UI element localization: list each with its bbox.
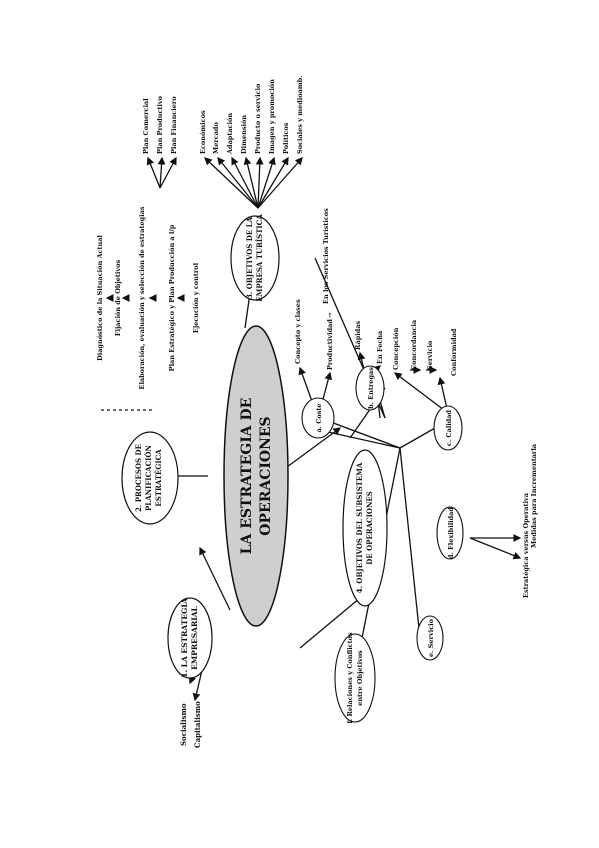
node-subsistema: 4. OBJETIVOS DEL SUBSISTEMA DE OPERACION… bbox=[342, 449, 388, 607]
center-title-line2: OPERACIONES bbox=[258, 416, 274, 535]
step-elaboracion: Elaboración, evaluación y selección de e… bbox=[138, 206, 146, 389]
coste-label: a. Coste bbox=[315, 403, 323, 432]
objetivo-sociales: Sociales y medioamb. bbox=[296, 76, 304, 155]
rotated-diagram: LA ESTRATEGIA DE OPERACIONES 1. LA ESTRA… bbox=[96, 76, 538, 749]
objetivo-mercado: Mercado bbox=[212, 122, 220, 154]
subsistema-line1: 4. OBJETIVOS DEL SUBSISTEMA bbox=[355, 462, 364, 593]
node-procesos: 2. PROCESOS DE PLANIFICACIÓN ESTRATÉGICA… bbox=[96, 95, 200, 525]
entregas-label: b. Entregas bbox=[367, 367, 375, 409]
coste-productividad: Productividad bbox=[326, 319, 334, 370]
objetivo-dimension: Dimensión bbox=[240, 115, 248, 154]
coste-target: En los Servicios Turísticos bbox=[322, 208, 330, 304]
objetivos-empresa-line1: 3. OBJETIVOS DE LA bbox=[245, 216, 254, 299]
empresarial-line1: 1. LA ESTRATEGIA bbox=[180, 598, 189, 678]
flexibilidad-estrategica: Estratégica versus Operativa bbox=[522, 492, 530, 598]
node-relaciones: f. Relaciones y Conflictos entre Objetiv… bbox=[334, 632, 376, 724]
node-calidad: c. Calidad Concepción Concordancia Servi… bbox=[392, 319, 463, 451]
center-ellipse bbox=[223, 325, 289, 627]
calidad-concepcion: Concepción bbox=[392, 327, 400, 370]
calidad-servicio: Servicio bbox=[426, 340, 434, 370]
calidad-concordancia: Concordancia bbox=[410, 319, 418, 370]
center-node: LA ESTRATEGIA DE OPERACIONES bbox=[223, 325, 289, 627]
objetivo-adaptacion: Adaptación bbox=[226, 113, 234, 155]
objetivo-producto: Producto o servicio bbox=[254, 83, 262, 154]
step-plan-estrategico: Plan Estratégico y Plan Producción a l/p bbox=[168, 224, 176, 371]
node-coste: a. Coste Concepto y clases Productividad… bbox=[294, 208, 335, 439]
entregas-en-fecha: En Fecha bbox=[376, 330, 384, 364]
objetivos-empresa-line2: EMPRESA TURÍSTICA bbox=[255, 214, 264, 302]
node-entregas: b. Entregas Rápidas En Fecha bbox=[354, 320, 385, 411]
coste-arrow: → bbox=[326, 312, 334, 318]
node-flexibilidad: d. Flexibilidad Medidas para Incrementar… bbox=[436, 443, 538, 598]
node-empresarial: 1. LA ESTRATEGIA EMPRESARIAL Socialismo … bbox=[167, 597, 213, 748]
flexibilidad-label: d. Flexibilidad bbox=[447, 507, 455, 559]
relaciones-line1: f. Relaciones y Conflictos bbox=[346, 632, 354, 724]
objetivo-economicos: Económicos bbox=[199, 110, 207, 154]
plan-financiero: Plan Financiero bbox=[170, 96, 178, 154]
center-title-line1: LA ESTRATEGIA DE bbox=[239, 398, 255, 555]
procesos-line2: PLANIFICACIÓN bbox=[144, 444, 153, 510]
plan-comercial: Plan Comercial bbox=[142, 98, 150, 154]
objetivo-politicos: Políticos bbox=[282, 122, 290, 154]
coste-concepto: Concepto y clases bbox=[294, 299, 302, 364]
empresarial-child-capitalismo: Capitalismo bbox=[193, 701, 202, 748]
calidad-conformidad: Conformidad bbox=[450, 328, 458, 376]
flexibilidad-medidas: Medidas para Incrementarla bbox=[530, 443, 538, 548]
empresarial-line2: EMPRESARIAL bbox=[190, 605, 199, 669]
servicio-label: e. Servicio bbox=[427, 618, 435, 657]
node-objetivos-empresa: 3. OBJETIVOS DE LA EMPRESA TURÍSTICA Eco… bbox=[199, 76, 304, 302]
objetivo-imagen: Imagen y promoción bbox=[268, 79, 276, 154]
entregas-rapidas: Rápidas bbox=[354, 320, 362, 350]
step-ejecucion: Ejecución y control bbox=[192, 262, 200, 333]
procesos-line3: ESTRATÉGICA bbox=[154, 449, 163, 507]
procesos-line1: 2. PROCESOS DE bbox=[134, 444, 143, 512]
subsistema-line2: DE OPERACIONES bbox=[365, 491, 374, 565]
node-servicio: e. Servicio bbox=[416, 615, 444, 661]
plan-productivo: Plan Productivo bbox=[156, 95, 164, 154]
calidad-label: c. Calidad bbox=[445, 409, 453, 446]
step-fijacion: Fijación de Objetivos bbox=[114, 260, 122, 337]
step-diagnostico: Diagnóstico de la Situación Actual bbox=[96, 235, 104, 361]
empresarial-child-socialismo: Socialismo bbox=[179, 703, 188, 746]
relaciones-line2: entre Objetivos bbox=[356, 650, 364, 706]
